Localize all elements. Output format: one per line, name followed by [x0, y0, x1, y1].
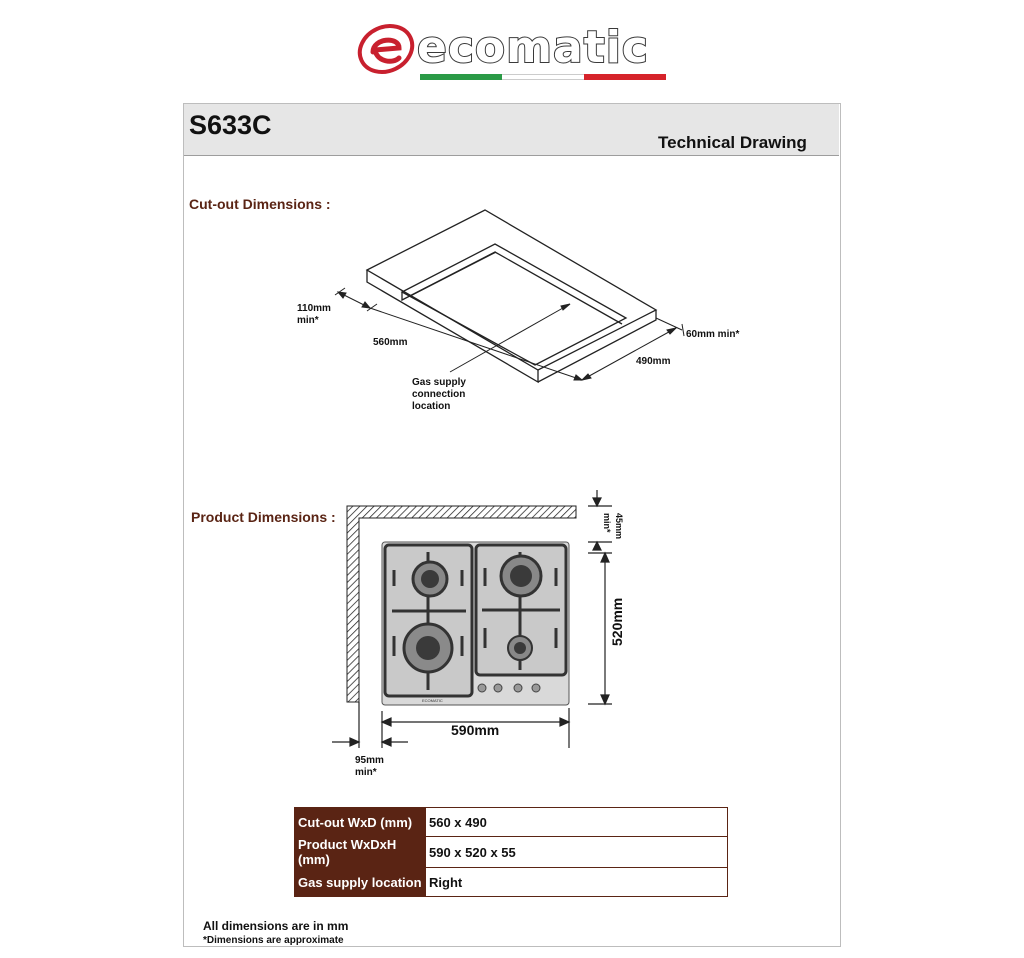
product-drawing: ECOMATIC	[332, 490, 612, 748]
cutout-depth-clearance-label: 110mm min*	[297, 303, 331, 326]
top-clearance-text: 45mm min*	[602, 513, 624, 540]
product-section-title: Product Dimensions :	[191, 509, 336, 525]
italian-flag-stripe	[420, 74, 666, 80]
approximate-note: *Dimensions are approximate	[203, 935, 344, 946]
spec-sheet	[183, 103, 841, 947]
sheet-subtitle: Technical Drawing	[658, 133, 807, 152]
model-number: S633C	[189, 110, 272, 140]
brand-logo	[355, 18, 670, 84]
cutout-depth-label: 490mm	[636, 356, 671, 367]
table-row: Product WxDxH (mm) 590 x 520 x 55	[294, 836, 728, 868]
cutout-width-label: 560mm	[373, 337, 408, 348]
hob-brand-text: ECOMATIC	[422, 698, 443, 703]
dimensions-note: All dimensions are in mm	[203, 919, 349, 933]
spec-key: Product WxDxH (mm)	[294, 836, 426, 868]
brand-wordmark: ecomatic	[416, 21, 649, 74]
product-side-clearance-label: 95mm min*	[355, 755, 384, 778]
product-top-clearance-label: 45mm min*	[602, 513, 624, 547]
spec-value: 590 x 520 x 55	[425, 836, 728, 868]
product-height-label: 520mm	[609, 594, 629, 654]
gas-supply-label: Gas supply connection location	[412, 377, 466, 412]
cutout-drawing	[334, 209, 685, 384]
spec-key: Gas supply location	[294, 867, 426, 897]
spec-value: 560 x 490	[425, 807, 728, 837]
ecomatic-logo-icon	[357, 24, 415, 74]
sheet-header	[184, 104, 839, 156]
product-width-label: 590mm	[451, 722, 500, 738]
table-row: Cut-out WxD (mm) 560 x 490	[294, 807, 728, 837]
spec-value: Right	[425, 867, 728, 897]
height-text: 520mm	[609, 597, 625, 646]
cutout-back-clearance-label: 60mm min*	[686, 329, 740, 340]
spec-table: Cut-out WxD (mm) 560 x 490 Product WxDxH…	[294, 807, 728, 897]
table-row: Gas supply location Right	[294, 867, 728, 897]
cutout-section-title: Cut-out Dimensions :	[189, 196, 331, 212]
spec-key: Cut-out WxD (mm)	[294, 807, 426, 837]
